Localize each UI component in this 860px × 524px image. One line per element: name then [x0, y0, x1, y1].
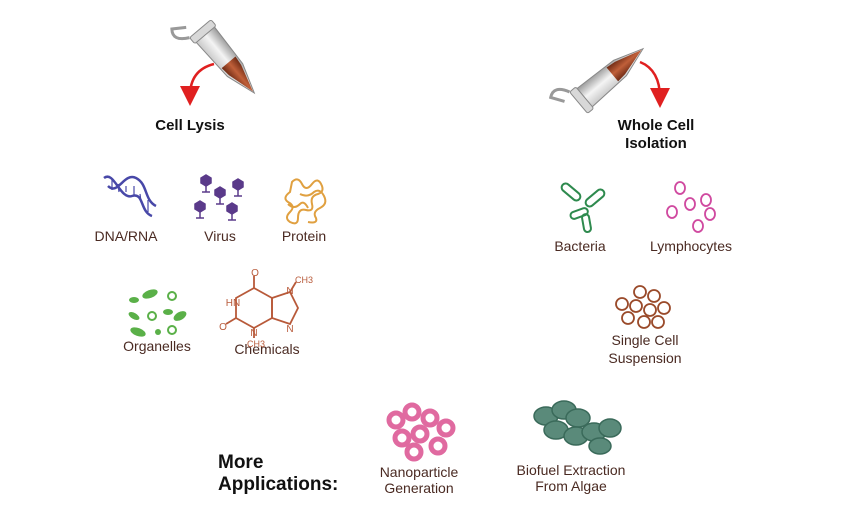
virus-icon	[194, 174, 244, 221]
lymphocytes-icon	[666, 181, 716, 233]
more-line2: Applications:	[218, 474, 339, 495]
lymphocytes-label: Lymphocytes	[650, 238, 732, 254]
lysis-arrow-icon	[180, 62, 215, 106]
chem-atom-n-right-bottom: N	[286, 324, 294, 335]
chemicals-label: Chemicals	[234, 341, 300, 357]
chem-atom-o-left: O	[219, 322, 227, 333]
algae-icon	[533, 400, 622, 455]
tube-left-icon	[170, 19, 256, 95]
chem-atom-o-top: O	[251, 268, 259, 279]
protein-icon	[284, 178, 327, 225]
biofuel-extraction-label: Biofuel Extraction From Algae	[496, 462, 646, 494]
more-line1: More	[218, 452, 264, 473]
more-applications-label: More Applications:	[218, 452, 358, 496]
nanoparticle-generation-label: Nanoparticle Generation	[364, 464, 474, 496]
nanoparticle-line2: Generation	[384, 480, 454, 496]
tube-right-icon	[548, 47, 645, 114]
protein-label: Protein	[281, 228, 327, 244]
whole-cell-line1: Whole Cell	[617, 117, 695, 134]
virus-label: Virus	[204, 228, 236, 244]
single-cell-line2: Suspension	[608, 350, 682, 366]
dna-icon	[103, 175, 157, 218]
chem-atom-n-right-top: N	[286, 286, 294, 297]
bacteria-label: Bacteria	[554, 238, 606, 254]
chemical-structure-icon	[225, 276, 300, 338]
chem-atom-ch3-top: CH3	[294, 275, 313, 285]
dna-rna-label: DNA/RNA	[94, 228, 158, 244]
single-cell-line1: Single Cell	[611, 332, 679, 348]
single-cell-icon	[615, 285, 671, 329]
bacteria-icon	[560, 182, 606, 234]
biofuel-line1: Biofuel Extraction	[516, 462, 626, 478]
biofuel-line2: From Algae	[535, 478, 607, 494]
organelles-label: Organelles	[123, 338, 191, 354]
whole-cell-isolation-heading: Whole Cell Isolation	[596, 117, 716, 153]
cell-lysis-heading: Cell Lysis	[155, 117, 225, 134]
chem-atom-hn: HN	[225, 298, 241, 309]
whole-cell-line2: Isolation	[625, 135, 687, 152]
chem-atom-ch3-bottom: CH3	[246, 339, 265, 349]
isolation-arrow-icon	[639, 60, 670, 108]
single-cell-suspension-label: Single Cell Suspension	[590, 332, 700, 366]
chem-atom-n-bottom: N	[250, 328, 258, 339]
nanoparticle-line1: Nanoparticle	[379, 464, 459, 480]
nanoparticle-icon	[386, 402, 456, 462]
organelles-icon	[128, 289, 187, 337]
